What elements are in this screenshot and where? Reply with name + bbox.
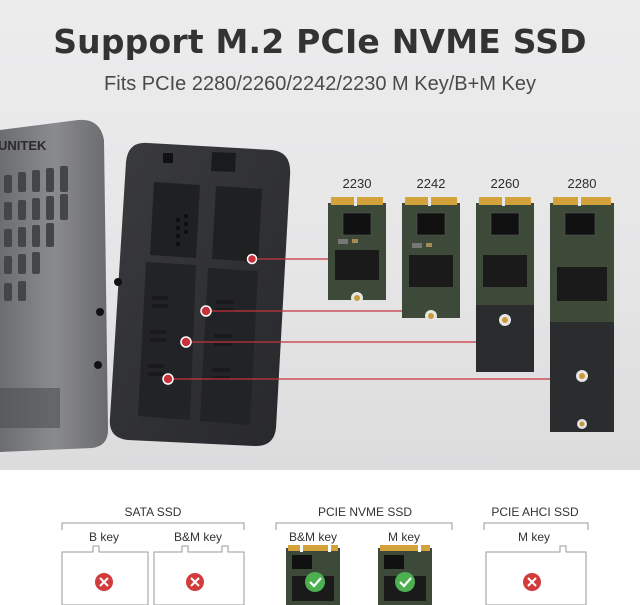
ssd-2242	[402, 196, 460, 322]
brand-logo: UNITEK	[0, 138, 47, 153]
group-brackets	[61, 522, 589, 530]
ssd-2260	[476, 196, 534, 372]
supported-check-icon	[395, 572, 415, 592]
key-label: B&M key	[173, 530, 222, 544]
ssd-size-label: 2280	[568, 176, 597, 191]
mount-indicators	[162, 253, 552, 385]
key-label: B&M key	[288, 530, 337, 544]
ssd-2280	[550, 196, 614, 432]
ssd-2230	[328, 196, 386, 304]
ssd-size-label: 2242	[417, 176, 446, 191]
enclosure-shell	[0, 119, 108, 452]
not-supported-icon	[186, 573, 204, 591]
ssd-outline-sata-b-key	[61, 545, 149, 605]
ssd-outline-ahci-m-key	[485, 545, 587, 605]
supported-check-icon	[305, 572, 325, 592]
key-label: B key	[88, 530, 119, 544]
ssd-size-label: 2230	[343, 176, 372, 191]
hero-illustration: UNITEK	[0, 119, 614, 452]
key-label: M key	[387, 530, 420, 544]
category-sata-title: SATA SSD	[124, 505, 182, 519]
page-subtitle: Fits PCIe 2280/2260/2242/2230 M Key/B+M …	[104, 73, 536, 95]
page-title: Support M.2 PCIe NVME SSD	[53, 22, 587, 61]
category-pcie-ahci-title: PCIE AHCI SSD	[491, 505, 579, 519]
not-supported-icon	[95, 573, 113, 591]
category-pcie-nvme-title: PCIE NVME SSD	[317, 505, 413, 519]
key-label: M key	[517, 530, 550, 544]
ssd-size-label: 2260	[491, 176, 520, 191]
enclosure-tray	[94, 142, 291, 447]
not-supported-icon	[523, 573, 541, 591]
ssd-outline-sata-bm-key	[153, 545, 245, 605]
